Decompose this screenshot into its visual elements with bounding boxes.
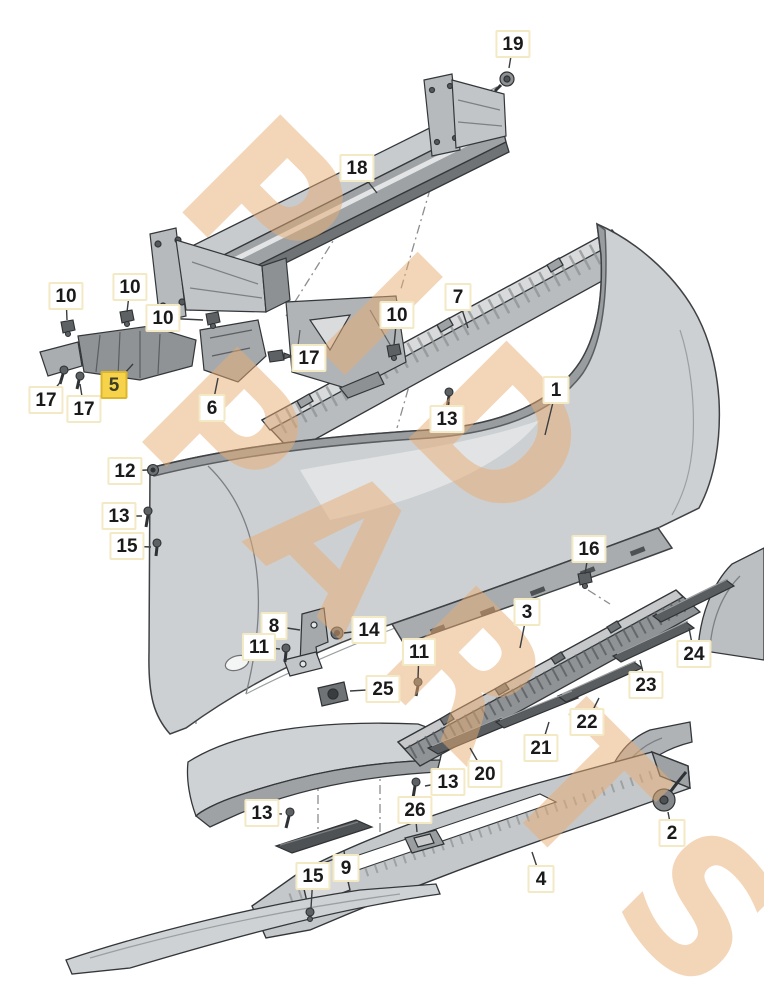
screw-11-a [281,643,291,663]
callout-3[interactable]: 3 [513,598,541,626]
callout-16[interactable]: 16 [571,535,607,563]
callout-17[interactable]: 17 [28,386,64,414]
callout-13[interactable]: 13 [430,768,466,796]
callout-2[interactable]: 2 [658,819,686,847]
callout-7[interactable]: 7 [444,283,472,311]
callout-11[interactable]: 11 [241,633,277,661]
nut-14 [330,626,344,640]
part-sensor-holder-25 [317,681,349,707]
callout-11[interactable]: 11 [401,638,437,666]
part-reflector-9 [274,819,374,854]
callout-26[interactable]: 26 [397,796,433,824]
part-tow-hook-2 [652,771,688,812]
clip-10-a [60,319,76,338]
part-lower-lip [65,883,441,975]
part-lower-trim-3 [396,589,702,767]
callout-21[interactable]: 21 [523,734,559,762]
callout-5[interactable]: 5 [100,371,128,399]
callout-9[interactable]: 9 [332,854,360,882]
callout-12[interactable]: 12 [107,457,143,485]
callout-24[interactable]: 24 [676,640,712,668]
callout-23[interactable]: 23 [628,671,664,699]
part-bracket-8 [283,607,329,677]
callout-13[interactable]: 13 [101,502,137,530]
callout-15[interactable]: 15 [295,862,331,890]
part-bracket-6 [199,319,267,383]
callout-22[interactable]: 22 [569,708,605,736]
screw-17-b [75,371,85,390]
callout-25[interactable]: 25 [365,675,401,703]
callout-10[interactable]: 10 [145,304,181,332]
callout-10[interactable]: 10 [379,301,415,329]
clip-10-b [119,309,135,328]
callout-13[interactable]: 13 [244,799,280,827]
clip-10-d [386,343,402,362]
clip-16 [577,571,593,590]
callout-1[interactable]: 1 [542,376,570,404]
screw-13-b [143,506,153,528]
part-module-26 [404,829,445,854]
clip-15-b [305,907,315,923]
screw-15-a [152,538,162,557]
callout-20[interactable]: 20 [467,760,503,788]
callout-17[interactable]: 17 [291,344,327,372]
callout-13[interactable]: 13 [429,405,465,433]
part-valance-corner-left [186,722,447,828]
callout-14[interactable]: 14 [351,616,387,644]
part-crash-box-right [423,73,507,157]
callout-4[interactable]: 4 [527,865,555,893]
callout-10[interactable]: 10 [112,273,148,301]
plug-17-c [267,349,294,363]
callout-17[interactable]: 17 [66,395,102,423]
clip-10-c [205,311,221,330]
callout-6[interactable]: 6 [198,394,226,422]
part-bracket-5 [39,325,197,381]
callout-15[interactable]: 15 [109,532,145,560]
nut-12 [146,463,160,477]
screw-13-d [284,807,295,829]
callout-18[interactable]: 18 [339,154,375,182]
part-trim-strips-20-24 [426,578,736,755]
callout-10[interactable]: 10 [48,282,84,310]
bolt-19 [493,71,515,93]
callout-19[interactable]: 19 [495,30,531,58]
